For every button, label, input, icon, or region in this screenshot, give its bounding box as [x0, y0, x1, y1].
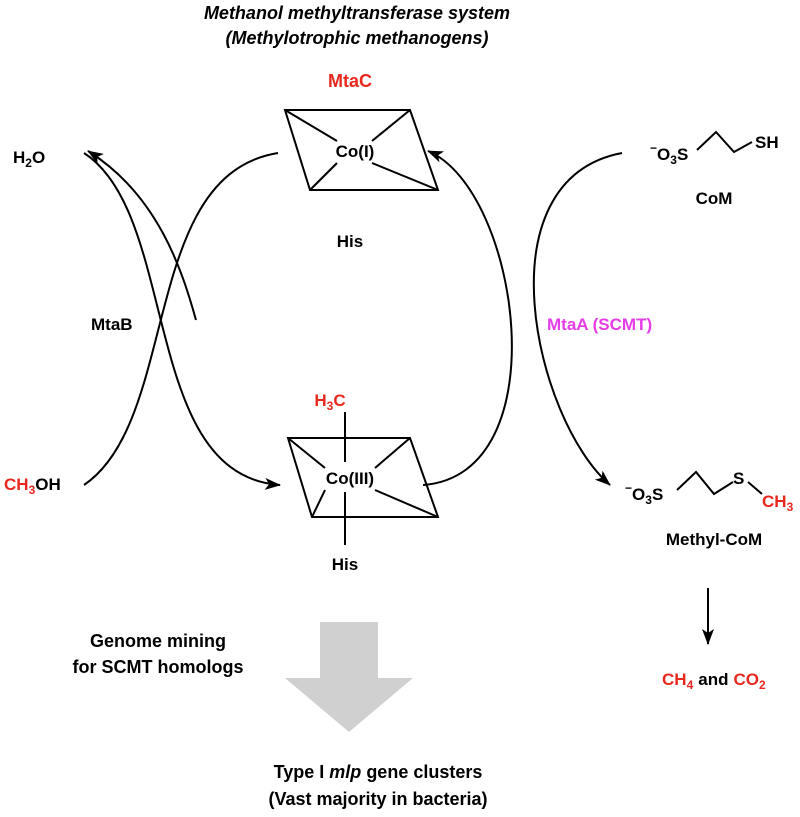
co-iii-label: Co(III): [326, 469, 374, 488]
methanol-label: CH3OH: [4, 475, 61, 497]
his-bottom-label: His: [332, 555, 358, 574]
methylcom-name: Methyl-CoM: [666, 530, 762, 549]
com-name: CoM: [696, 189, 733, 208]
com-chain: [696, 130, 753, 154]
water-release-arrow: [87, 150, 197, 321]
co-i-complex: Co(I): [283, 109, 440, 191]
mtac-label: MtaC: [328, 71, 372, 91]
com-sulfonate: −O3S: [650, 141, 688, 167]
mtaa-label: MtaA (SCMT): [547, 315, 652, 334]
water-label: H2O: [13, 148, 45, 170]
mtab-label: MtaB: [91, 315, 133, 334]
mtab-curve-to-co3: [83, 152, 281, 490]
his-top-label: His: [337, 232, 363, 251]
com-structure: −O3S SH CoM: [650, 130, 779, 208]
methylcom-chain: [676, 470, 734, 496]
mining-label-line2: for SCMT homologs: [73, 657, 244, 677]
co-i-label: Co(I): [336, 142, 375, 161]
methylcom-sulfonate: −O3S: [625, 481, 663, 507]
result-label-line2: (Vast majority in bacteria): [268, 789, 487, 809]
scheme-title-line1: Methanol methyltransferase system: [204, 3, 510, 23]
mtaa-curve-to-co1: [422, 150, 513, 486]
mtab-curve-incoming: [83, 152, 279, 486]
methylcom-s-methyl-bond: [747, 481, 763, 495]
com-thiol: SH: [755, 133, 779, 152]
methylcom-methyl: CH3: [762, 492, 794, 514]
mtaa-curve-to-methylcom: [532, 152, 623, 486]
result-label-line1: Type I mlp gene clusters: [274, 762, 483, 782]
h3c-label: H3C: [314, 391, 345, 413]
mining-label-line1: Genome mining: [90, 631, 226, 651]
co-iii-complex: H3C Co(III): [286, 391, 440, 545]
genome-mining-arrow: [285, 622, 413, 732]
methylcom-s: S: [733, 469, 744, 488]
methyl-com-structure: −O3S S CH3 Methyl-CoM: [625, 469, 794, 549]
scheme-title-line2: (Methylotrophic methanogens): [225, 28, 488, 48]
